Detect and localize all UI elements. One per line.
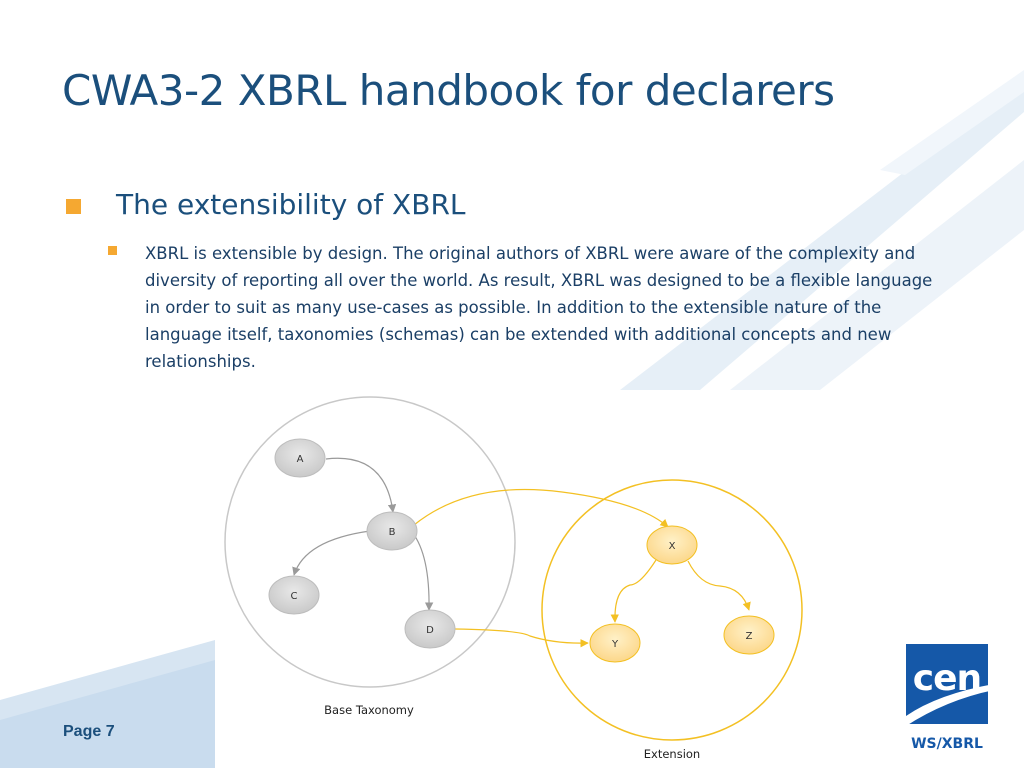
bullet-square-small-icon: [108, 246, 117, 255]
node-a: A: [274, 438, 326, 478]
page-number: Page 7: [63, 723, 115, 740]
node-y: Y: [589, 623, 641, 663]
node-b: B: [366, 511, 418, 551]
svg-text:A: A: [297, 454, 304, 465]
edge-d-y: [454, 628, 589, 648]
extension-circle: [541, 479, 803, 741]
svg-text:C: C: [291, 591, 298, 602]
svg-text:X: X: [669, 541, 676, 552]
node-d: D: [404, 609, 456, 649]
extension-label: Extension: [644, 747, 700, 761]
bullet-level-1: The extensibility of XBRL: [66, 188, 466, 221]
edge-b-c: [292, 530, 371, 576]
node-x: X: [646, 525, 698, 565]
svg-text:Y: Y: [611, 639, 619, 650]
base-taxonomy-circle: [224, 396, 516, 688]
taxonomy-diagram: A B C D X Y Z Base Taxonomy Extension: [224, 396, 803, 761]
svg-text:B: B: [389, 527, 396, 538]
edge-x-z: [687, 560, 751, 611]
svg-text:D: D: [426, 625, 434, 636]
cen-ws-xbrl-logo: cen WS/XBRL: [906, 644, 994, 752]
svg-text:WS/XBRL: WS/XBRL: [911, 736, 983, 752]
slide-title: CWA3-2 XBRL handbook for declarers: [62, 66, 835, 115]
node-c: C: [268, 575, 320, 615]
bullet-text: The extensibility of XBRL: [116, 188, 466, 221]
bullet-level-2: XBRL is extensible by design. The origin…: [108, 240, 948, 375]
base-taxonomy-label: Base Taxonomy: [324, 703, 414, 717]
sub-bullet-text: XBRL is extensible by design. The origin…: [145, 244, 933, 371]
node-z: Z: [723, 615, 775, 655]
edge-b-x: [413, 488, 669, 528]
bullet-square-icon: [66, 199, 81, 214]
edge-x-y: [610, 559, 657, 623]
svg-text:Z: Z: [746, 631, 753, 642]
edge-a-b: [325, 457, 397, 513]
edge-b-d: [411, 531, 434, 611]
